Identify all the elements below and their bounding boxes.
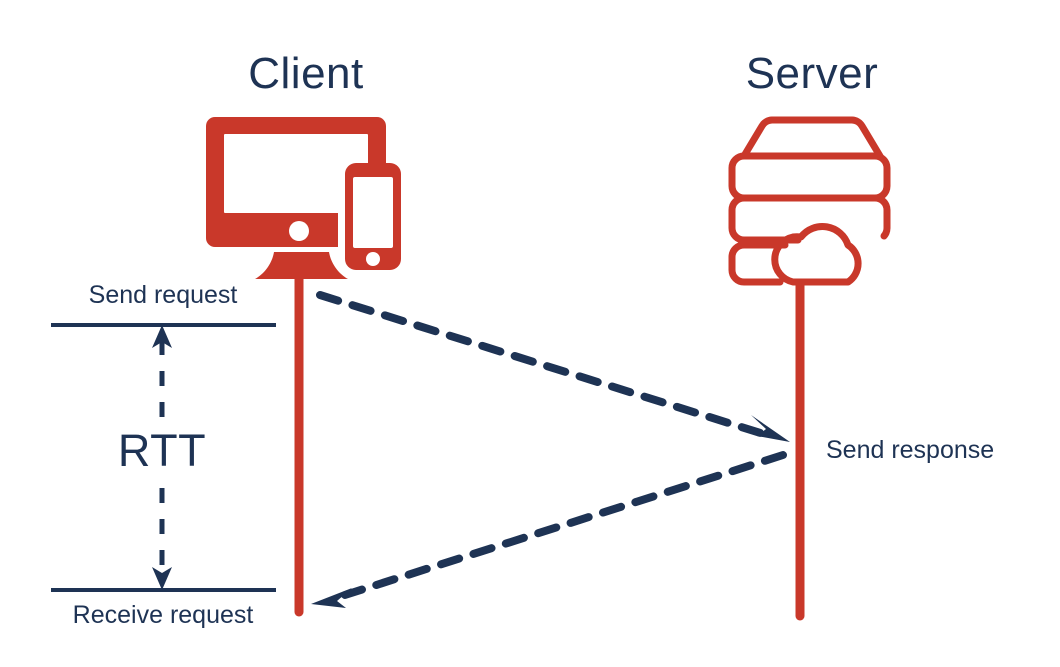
receive-request-label: Receive request — [73, 601, 254, 629]
mobile-phone-icon — [345, 163, 401, 270]
client-title: Client — [248, 49, 364, 98]
rtt-arrowhead-down — [152, 567, 172, 590]
server-layer-top — [740, 116, 884, 160]
server-layer-lower — [728, 194, 879, 244]
monitor-chin — [206, 215, 338, 247]
client-icon — [206, 117, 401, 279]
request-message-arrow — [316, 291, 790, 442]
request-arrowhead — [751, 415, 790, 442]
server-layer-bottom — [728, 241, 789, 286]
rtt-arrowhead-up — [152, 325, 172, 348]
server-layer-lower-right — [871, 194, 891, 240]
send-request-label: Send request — [89, 281, 238, 309]
request-dashed-line — [316, 291, 774, 440]
rtt-measure-arrow — [152, 325, 172, 590]
phone-screen — [353, 177, 393, 248]
rtt-label: RTT — [118, 425, 206, 476]
phone-home-button — [366, 252, 380, 266]
monitor-stand — [255, 252, 348, 279]
response-arrowhead — [311, 588, 352, 608]
server-layer-middle — [728, 152, 891, 202]
monitor-icon — [206, 117, 386, 279]
response-dashed-line — [341, 451, 787, 599]
response-message-arrow — [311, 451, 787, 608]
monitor-power-dot — [289, 221, 309, 241]
server-icon — [728, 116, 891, 286]
server-title: Server — [746, 49, 879, 98]
send-response-label: Send response — [826, 436, 994, 464]
server-cloud — [771, 223, 862, 286]
